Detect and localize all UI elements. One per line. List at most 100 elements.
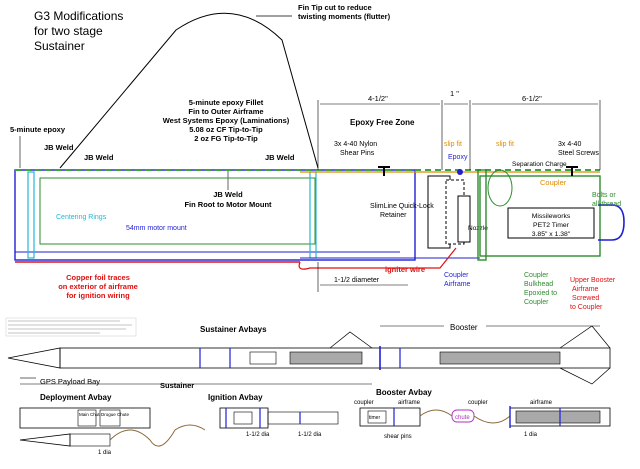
epoxy-dot (457, 169, 463, 175)
shock-cord-1 (109, 424, 206, 447)
overview-nosecone (7, 347, 61, 369)
overview-timer (249, 351, 277, 365)
overview-sustainer-motor (289, 351, 363, 365)
dimension-group: 4-1/2" 1 " 6-1/2" Epoxy Free Zone (317, 89, 601, 170)
upper-booster-label-3: Screwed (572, 295, 599, 302)
laminations-note: 5-minute epoxy Fillet Fin to Outer Airfr… (163, 98, 290, 143)
booster-avbay-tube (359, 407, 421, 427)
igniter-label: igniter wire (385, 265, 425, 274)
overview-sustainer-fin (329, 331, 373, 349)
jb-weld-label-b: JB Weld (84, 153, 114, 162)
title-block: G3 Modifications for two stage Sustainer (34, 9, 123, 53)
jb-weld-label-a: JB Weld (44, 143, 74, 152)
fin-tip-label-1: Fin Tip cut to reduce (298, 3, 372, 12)
title-line1: G3 Modifications (34, 9, 123, 23)
bulkhead-label-3: Epoxied to (524, 290, 557, 297)
steel-label-1: 3x 4-40 (558, 141, 581, 148)
booster-label: Booster (450, 323, 478, 332)
fillet-line5: 2 oz FG Tip-to-Tip (194, 134, 258, 143)
timer-label-3: 3.85" x 1.38" (532, 231, 571, 238)
fillet-line3: West Systems Epoxy (Laminations) (163, 116, 290, 125)
nylon-label-2: Shear Pins (340, 150, 375, 157)
separation-charge-cup (487, 169, 513, 207)
sustainer-label: Sustainer (160, 381, 194, 390)
shear-pins-label: shear pins (384, 434, 412, 440)
dim-4-5-label: 4-1/2" (368, 94, 388, 103)
five-minute-epoxy-label: 5-minute epoxy (10, 125, 66, 134)
slip-fit-label-1: slip fit (444, 141, 462, 148)
diameter-label: 1-1/2 diameter (334, 277, 380, 284)
bolts-label-2: all-thread (592, 201, 621, 208)
fin-root-label: Fin Root to Motor Mount (184, 200, 272, 209)
dia-small-2: 1-1/2 dia (298, 432, 322, 438)
upper-booster-label-1: Upper Booster (570, 277, 616, 284)
copper-label-1: Copper foil traces (66, 273, 130, 282)
dia-small-4: 1 dia (524, 432, 538, 438)
nozzle-block (457, 195, 471, 243)
overview-booster-motor (439, 351, 561, 365)
slip-fit-label-2: slip fit (496, 141, 514, 148)
fin-tip-label-2: twisting moments (flutter) (298, 12, 391, 21)
coupler-small-2: coupler (468, 400, 488, 406)
nylon-label-1: 3x 4-40 Nylon (334, 141, 377, 148)
motor-mount-tube (39, 177, 316, 245)
title-line3: Sustainer (34, 39, 85, 53)
slimline-label-1: SlimLine Quick-Lock (370, 203, 434, 210)
bulkhead-label-1: Coupler (524, 272, 549, 279)
copper-label-2: on exterior of airframe (58, 282, 138, 291)
overview-booster-fin (559, 325, 611, 349)
main-chute-label: Main Chute (79, 412, 103, 417)
slimline-label-2: Retainer (380, 212, 407, 219)
bolts-label-1: Bolts or (592, 192, 616, 199)
steel-label-2: Steel Screws (558, 150, 599, 157)
fillet-line1: 5-minute epoxy Fillet (189, 98, 264, 107)
coupler-section (479, 175, 601, 257)
dim-1-label: 1 " (450, 89, 459, 98)
fillet-line4: 5.08 oz CF Tip-to-Tip (189, 125, 263, 134)
gps-bay-label: GPS Payload Bay (40, 377, 100, 386)
motor-mount-label: 54mm motor mount (126, 225, 187, 232)
pet2-timer-box (507, 207, 595, 239)
fillet-line2: Fin to Outer Airframe (188, 107, 263, 116)
bulkhead-label-2: Bulkhead (524, 281, 553, 288)
ignition-avbay-label: Ignition Avbay (208, 393, 263, 402)
main-chute-box (77, 409, 97, 427)
jb-weld-label-c: JB Weld (265, 153, 295, 162)
title-line2: for two stage (34, 24, 103, 38)
timer-small-label: timer (369, 415, 380, 421)
coupler-airframe-label-1: Coupler (444, 272, 469, 279)
airframe-small-2: airframe (530, 400, 553, 406)
drogue-chute-box (99, 409, 121, 427)
timer-label-1: Missileworks (532, 213, 571, 220)
coupler-inner-label: Coupler (540, 178, 567, 187)
epoxy-label: Epoxy (448, 154, 468, 161)
coupler-airframe-label-2: Airframe (444, 281, 471, 288)
separation-label: Separation Charge (512, 161, 567, 168)
copper-label-3: for ignition wiring (66, 291, 130, 300)
exploded-nosecone (19, 433, 71, 447)
centering-rings-label: Centering Rings (56, 214, 107, 221)
deployment-avbay-label: Deployment Avbay (40, 393, 112, 402)
deployment-avbay-tube (19, 407, 151, 429)
shock-cord-2 (419, 409, 511, 424)
coupler-bulkhead (477, 169, 487, 261)
fin-outline (59, 12, 319, 169)
dia-small-3: 1 dia (98, 450, 112, 456)
upper-booster-label-4: to Coupler (570, 304, 603, 311)
airframe-small-1: airframe (398, 400, 421, 406)
coupler-small-1: coupler (354, 400, 374, 406)
timer-label-2: PET2 Timer (533, 222, 570, 229)
dia-small-1: 1-1/2 dia (246, 432, 270, 438)
centering-ring-fwd (27, 171, 35, 259)
igniter-wire (298, 247, 457, 270)
drogue-chute-label: Drogue Chute (101, 412, 130, 417)
jb-weld-label-center: JB Weld (213, 190, 243, 199)
booster-avbay-label: Booster Avbay (376, 388, 432, 397)
dim-6-5-label: 6-1/2" (522, 94, 542, 103)
bulkhead-label-4: Coupler (524, 299, 549, 306)
u-bolt (598, 204, 625, 241)
chute-label: chute (455, 415, 470, 421)
spec-text-block (5, 317, 137, 337)
